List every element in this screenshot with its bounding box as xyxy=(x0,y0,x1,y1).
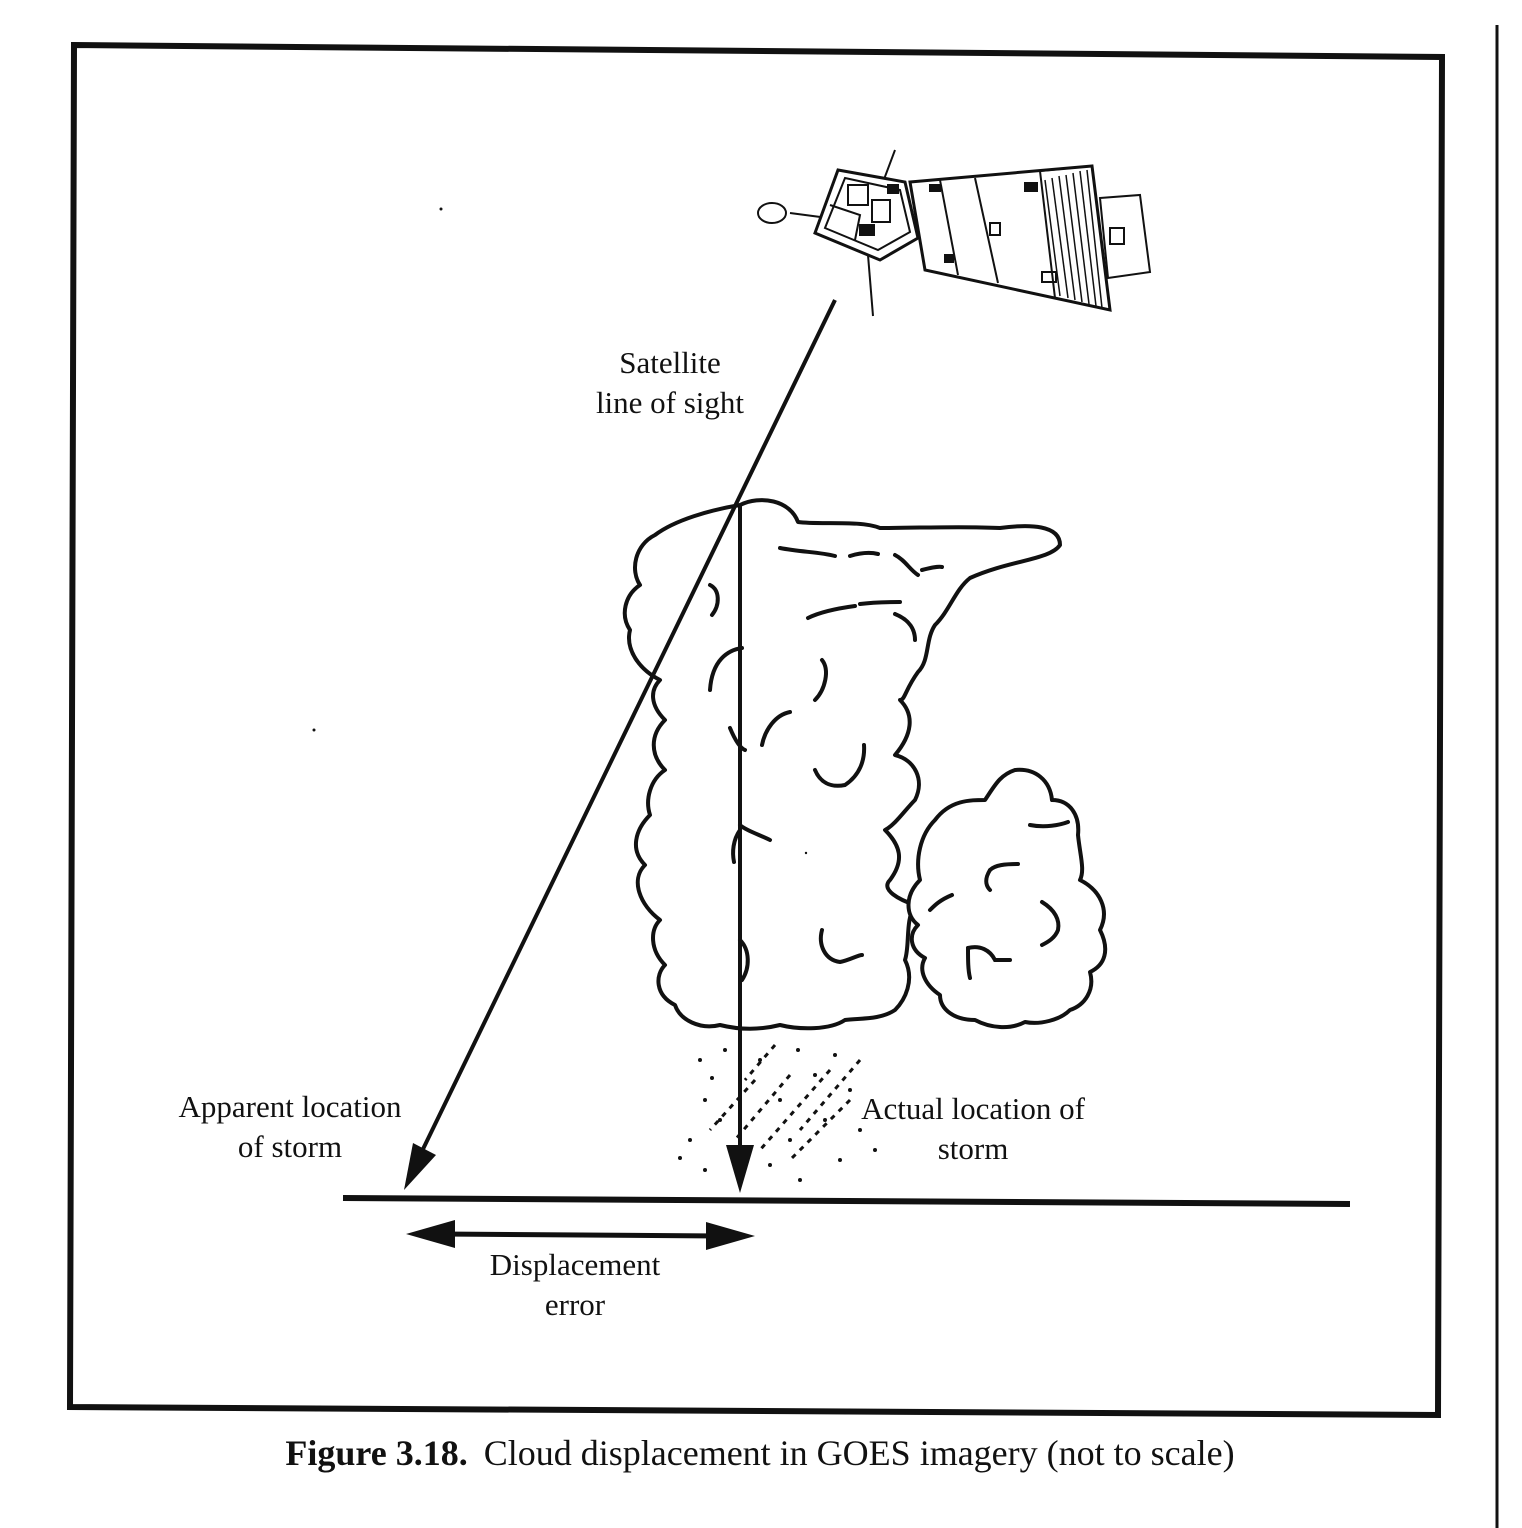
actual-label-line-2: storm xyxy=(937,1131,1009,1166)
satellite-label-line-2: line of sight xyxy=(595,385,745,420)
rain-streaks xyxy=(708,1044,862,1162)
satellite-label-line-1: Satellite xyxy=(619,345,721,380)
storm-cloud-icon xyxy=(622,498,1108,1031)
displacement-arrow-line xyxy=(439,1231,721,1239)
displacement-label-line-1: Displacement xyxy=(489,1247,661,1282)
figure-caption: Figure 3.18. Cloud displacement in GOES i… xyxy=(60,1432,1460,1474)
apparent-location-label: Apparent location of storm xyxy=(150,1087,430,1167)
scan-speck xyxy=(804,851,808,855)
scan-speck xyxy=(312,728,316,732)
figure-number: Figure 3.18. xyxy=(285,1433,468,1473)
line-of-sight-arrow xyxy=(406,299,837,1181)
rain-stipple xyxy=(678,1048,877,1182)
displacement-arrowhead-left xyxy=(406,1220,455,1248)
actual-label-line-1: Actual location of xyxy=(861,1091,1085,1126)
scan-speck xyxy=(439,207,443,211)
ground-line xyxy=(342,1195,1351,1207)
line-of-sight-arrowhead xyxy=(404,1143,436,1190)
satellite-line-of-sight-label: Satellite line of sight xyxy=(560,343,780,423)
actual-location-label: Actual location of storm xyxy=(838,1089,1108,1169)
figure-caption-text: Cloud displacement in GOES imagery (not … xyxy=(483,1433,1235,1473)
apparent-label-line-2: of storm xyxy=(237,1129,343,1164)
displacement-arrowhead-right xyxy=(706,1222,755,1250)
vertical-actual-arrowhead xyxy=(726,1145,754,1193)
apparent-label-line-1: Apparent location xyxy=(178,1089,402,1124)
displacement-label-line-2: error xyxy=(544,1287,606,1322)
satellite-icon xyxy=(757,149,1152,317)
displacement-error-label: Displacement error xyxy=(455,1245,695,1325)
figure-frame xyxy=(66,41,1446,1419)
